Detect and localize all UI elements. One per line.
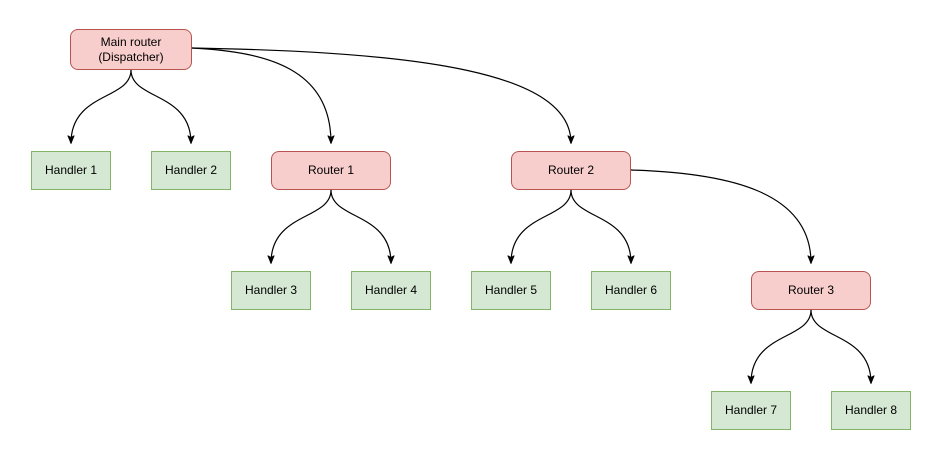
- edge-router-2-to-handler-6: [570, 189, 631, 263]
- edge-main-router-to-router-1: [191, 47, 331, 143]
- edge-main-router-to-handler-1: [71, 69, 132, 143]
- node-label-handler-8: Handler 8: [844, 403, 898, 417]
- edge-router-2-to-handler-5: [511, 189, 572, 263]
- edge-router-1-to-handler-4: [330, 189, 391, 263]
- node-handler-7[interactable]: Handler 7: [711, 391, 791, 430]
- node-label-handler-5: Handler 5: [484, 283, 538, 297]
- node-label-handler-3: Handler 3: [244, 283, 298, 297]
- edge-main-router-to-handler-2: [130, 69, 191, 143]
- node-label-router-2: Router 2: [547, 163, 595, 177]
- node-main-router[interactable]: Main router (Dispatcher): [70, 29, 192, 70]
- node-handler-1[interactable]: Handler 1: [31, 151, 111, 190]
- node-handler-6[interactable]: Handler 6: [591, 271, 671, 310]
- edge-router-3-to-handler-7: [751, 309, 812, 383]
- node-label-handler-7: Handler 7: [724, 403, 778, 417]
- node-router-3[interactable]: Router 3: [751, 271, 871, 310]
- node-handler-4[interactable]: Handler 4: [351, 271, 431, 310]
- edge-main-router-to-router-2: [191, 47, 571, 143]
- node-handler-2[interactable]: Handler 2: [151, 151, 231, 190]
- edge-router-2-to-router-3: [630, 169, 811, 263]
- node-label-router-3: Router 3: [787, 283, 835, 297]
- node-label-router-1: Router 1: [307, 163, 355, 177]
- edge-router-3-to-handler-8: [810, 309, 871, 383]
- node-label-main-router: Main router (Dispatcher): [98, 34, 164, 64]
- node-label-handler-6: Handler 6: [604, 283, 658, 297]
- node-label-handler-1: Handler 1: [44, 163, 98, 177]
- node-handler-3[interactable]: Handler 3: [231, 271, 311, 310]
- edge-router-1-to-handler-3: [271, 189, 332, 263]
- node-router-1[interactable]: Router 1: [271, 151, 391, 190]
- node-router-2[interactable]: Router 2: [511, 151, 631, 190]
- node-label-handler-2: Handler 2: [164, 163, 218, 177]
- node-handler-8[interactable]: Handler 8: [831, 391, 911, 430]
- node-label-handler-4: Handler 4: [364, 283, 418, 297]
- node-handler-5[interactable]: Handler 5: [471, 271, 551, 310]
